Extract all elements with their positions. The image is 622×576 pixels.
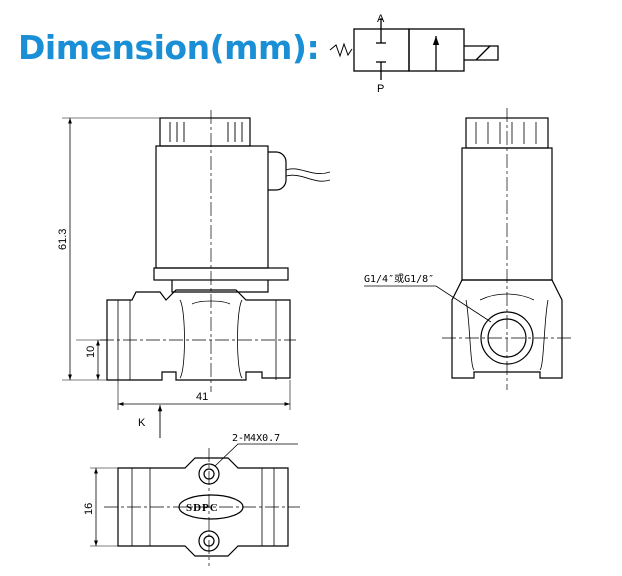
bottom-height-dim: 16 — [83, 503, 95, 515]
front-height-dim: 61.3 — [57, 229, 69, 250]
front-connector — [268, 151, 287, 191]
valve-symbol — [329, 18, 499, 80]
symbol-port-a-label: A — [377, 13, 385, 25]
symbol-port-p-label: P — [377, 83, 384, 95]
front-coil-body — [155, 145, 269, 269]
view-marker-k: K — [138, 417, 146, 429]
bottom-mount-thread-label: 2-M4X0.7 — [232, 433, 280, 444]
side-valve-body — [451, 279, 563, 379]
spring-icon — [329, 42, 353, 58]
bottom-valve-body — [117, 457, 289, 557]
front-width-dim: 41 — [196, 391, 208, 403]
side-view — [364, 108, 572, 390]
front-valve-body — [106, 289, 291, 381]
side-port-thread-label: G1/4″或G1/8″ — [364, 273, 434, 285]
front-view — [62, 110, 331, 438]
front-coil-base — [153, 267, 289, 281]
front-coil-cap — [159, 117, 251, 147]
bottom-logo-text: SDPC — [186, 502, 219, 514]
front-base-dim: 10 — [85, 346, 97, 358]
page-title: Dimension(mm): — [18, 28, 320, 67]
solenoid-actuator-icon — [464, 45, 499, 61]
bottom-view — [90, 443, 300, 566]
